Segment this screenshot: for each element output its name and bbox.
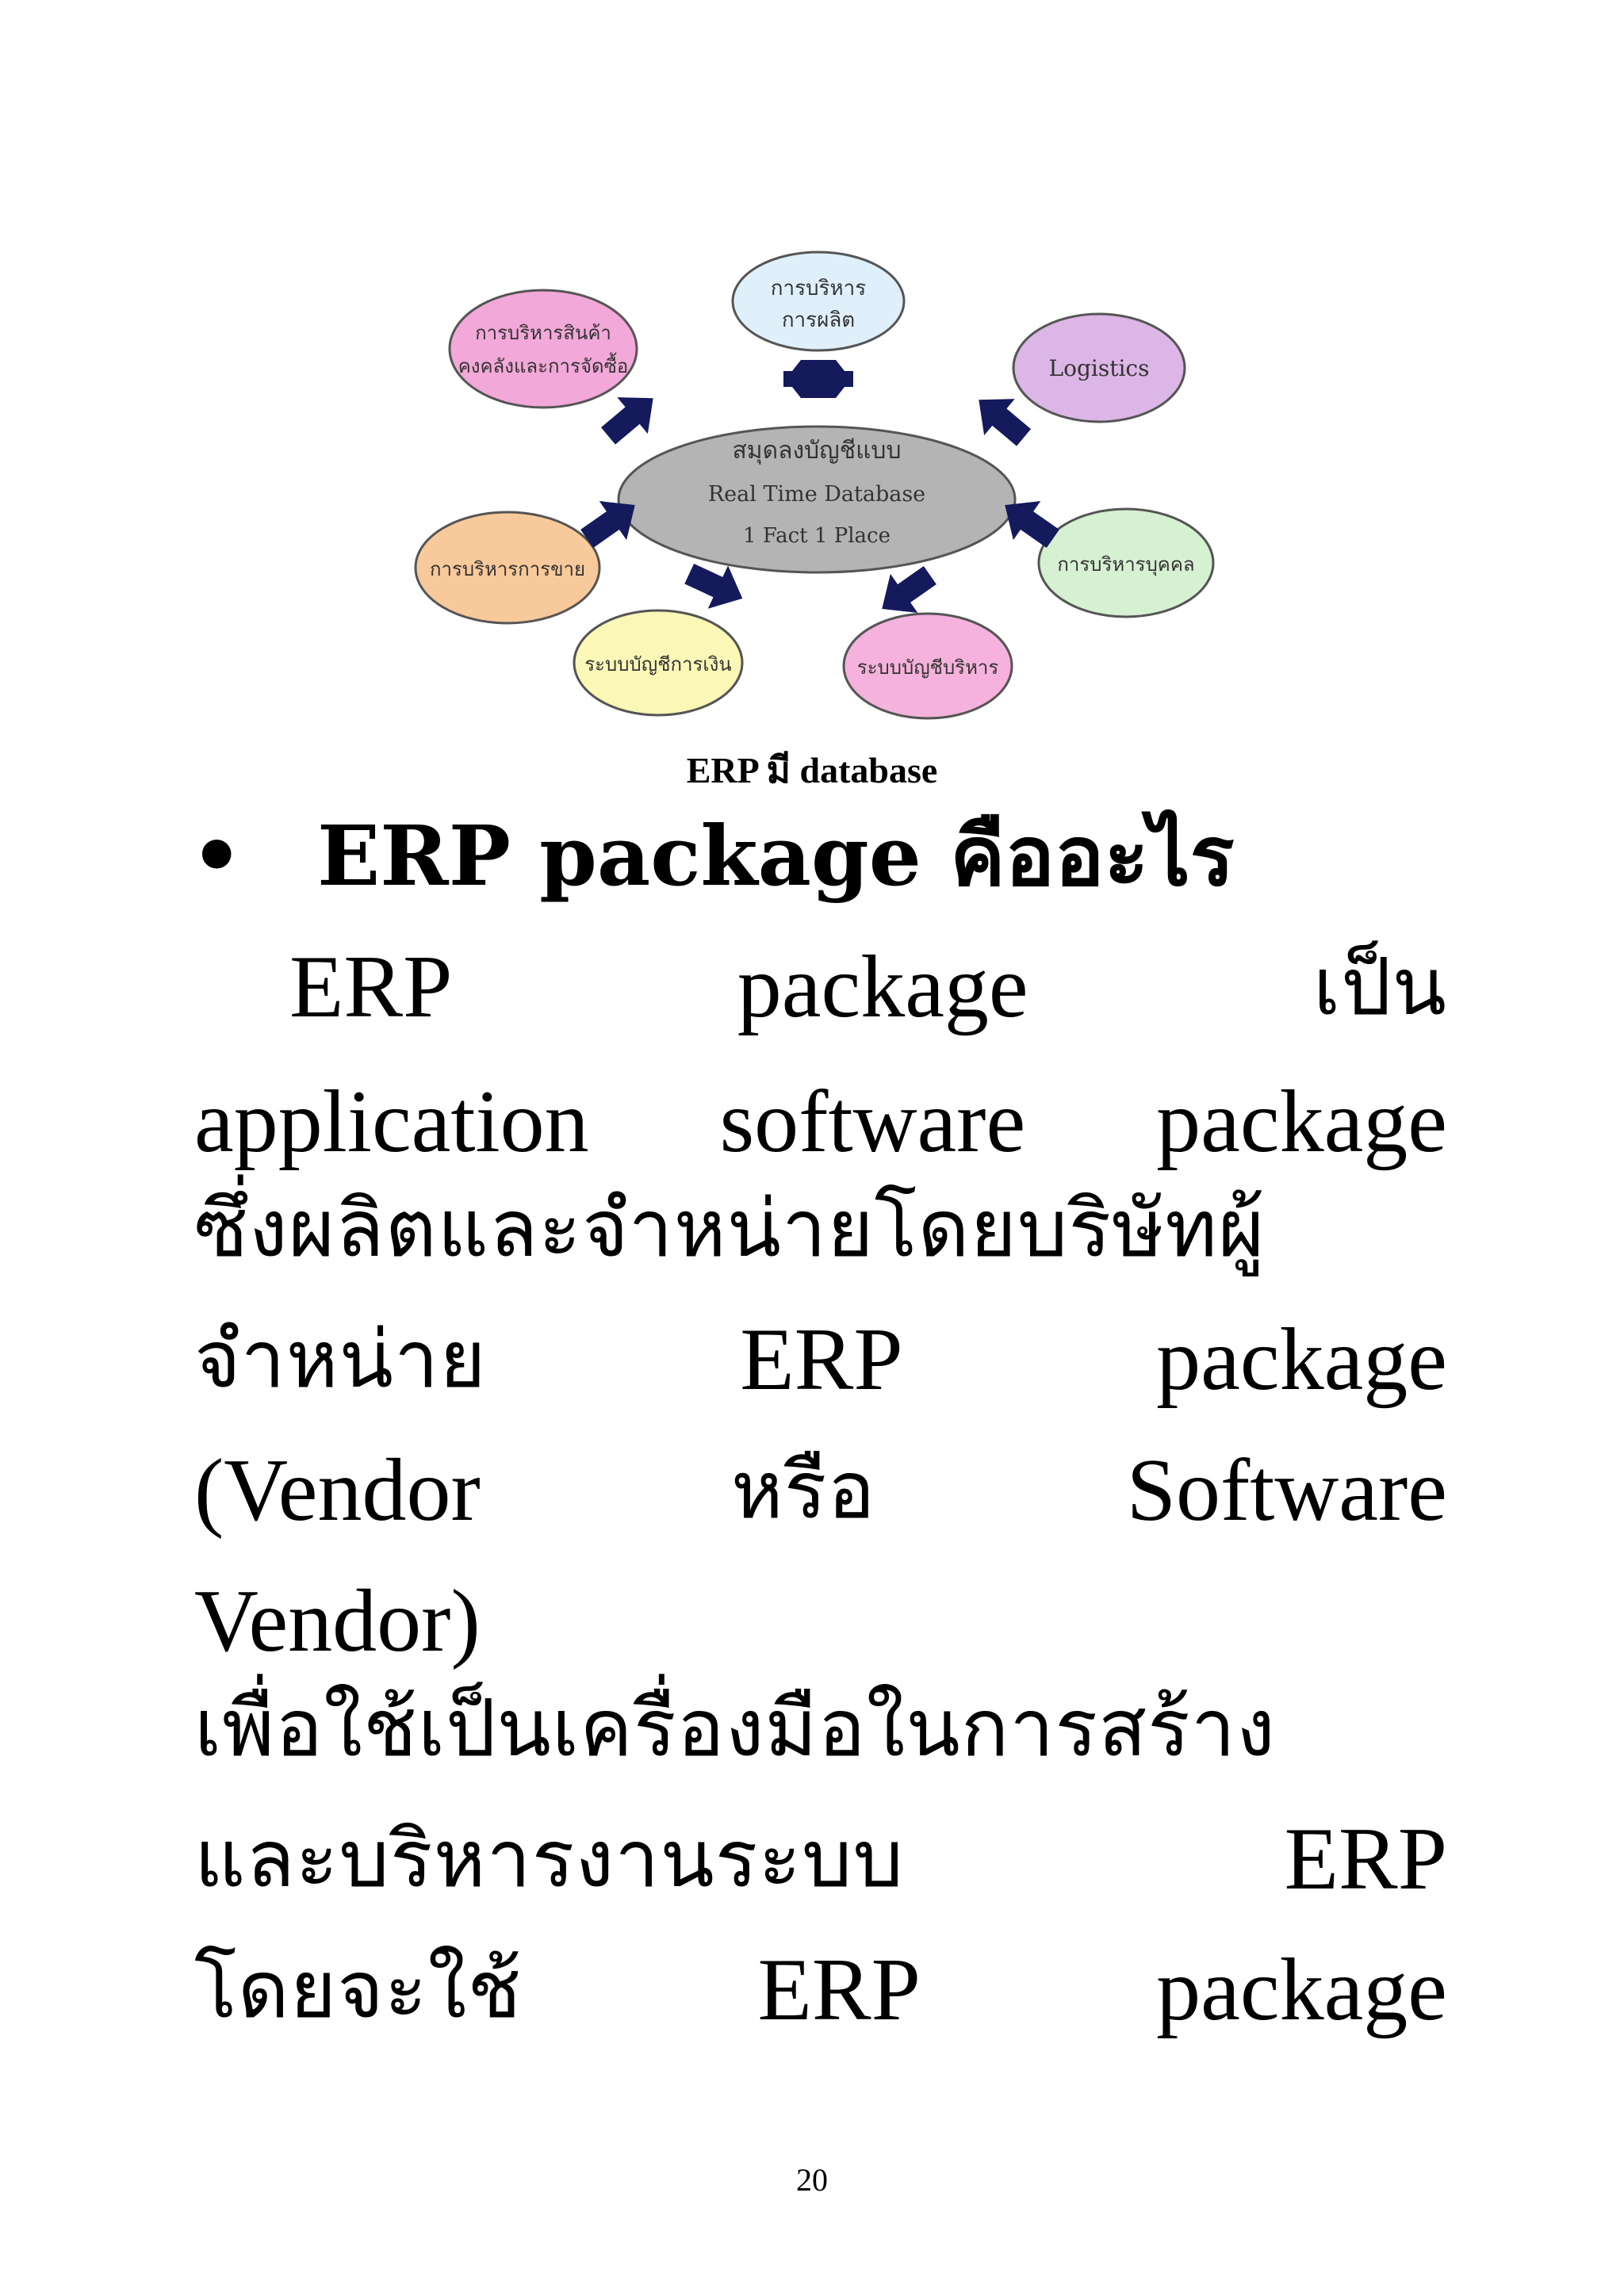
- bullet-point: •: [190, 807, 243, 905]
- node-sales-label: การบริหารการขาย: [430, 558, 585, 580]
- body-word: ERP: [1284, 1810, 1447, 1908]
- body-word: ERP: [757, 1941, 921, 2039]
- center-ellipse: [617, 425, 1017, 574]
- body-line-7: เพื่อใช้เป็นเครื่องมือในการสร้าง: [194, 1669, 1447, 1788]
- node-inventory-line-2: คงคลังและการจัดซื้อ: [458, 352, 629, 377]
- body-word: หรือ: [730, 1444, 876, 1536]
- node-inventory: [448, 289, 638, 409]
- body-word: ERP: [740, 1311, 903, 1409]
- node-finance: [573, 609, 744, 717]
- body-line-2: application software package: [194, 1062, 1447, 1181]
- node-production-line-2: การผลิต: [782, 308, 855, 332]
- body-word: software: [719, 1073, 1026, 1171]
- node-hr: [1037, 507, 1215, 618]
- body-word: Vendor): [194, 1572, 481, 1670]
- arrow-production: [783, 360, 853, 398]
- node-logistics: [1012, 312, 1186, 423]
- body-line-1: ERP package เป็น: [194, 928, 1447, 1047]
- node-finance-label: ระบบบัญชีการเงิน: [584, 653, 731, 675]
- body-word: (Vendor: [194, 1441, 481, 1540]
- node-hr-label: การบริหารบุคคล: [1057, 553, 1194, 576]
- body-word: เป็น: [1312, 940, 1447, 1033]
- body-word: package: [1156, 1073, 1447, 1171]
- node-management: [842, 612, 1013, 720]
- body-line-8: และบริหารงานระบบ ERP: [194, 1800, 1447, 1919]
- center-line-1: สมุดลงบัญชีแบบ: [733, 437, 902, 465]
- node-production-line-1: การบริหาร: [771, 277, 867, 300]
- node-management-label: ระบบบัญชีบริหาร: [857, 656, 999, 679]
- node-sales: [414, 511, 601, 625]
- section-heading-text: ERP package คืออะไร: [317, 807, 1235, 905]
- body-word: ERP: [289, 938, 453, 1036]
- erp-diagram: สมุดลงบัญชีแบบ Real Time Database 1 Fact…: [412, 238, 1253, 745]
- body-word: เพื่อใช้เป็นเครื่องมือในการสร้าง: [194, 1682, 1276, 1774]
- body-word: package: [737, 938, 1028, 1036]
- body-line-9: โดยจะใช้ ERP package: [194, 1931, 1447, 2049]
- body-word: package: [1156, 1311, 1447, 1409]
- body-word: package: [1156, 1941, 1447, 2039]
- body-word: จำหน่าย: [194, 1313, 487, 1406]
- node-logistics-label: Logistics: [1049, 355, 1150, 381]
- body-word: application: [194, 1073, 589, 1171]
- erp-diagram-svg: สมุดลงบัญชีแบบ Real Time Database 1 Fact…: [414, 251, 1215, 720]
- node-production: [731, 251, 906, 352]
- center-line-2: Real Time Database: [708, 482, 925, 507]
- figure-caption: ERP มี database: [686, 750, 938, 790]
- center-line-3: 1 Fact 1 Place: [743, 524, 891, 548]
- body-word: และบริหารงานระบบ: [194, 1812, 905, 1905]
- body-word: โดยจะใช้: [194, 1943, 523, 2036]
- body-word: Software: [1126, 1441, 1447, 1540]
- body-line-3: ซึ่งผลิตและจำหน่ายโดยบริษัทผู้: [194, 1169, 1447, 1288]
- body-line-5: (Vendor หรือ Software: [194, 1431, 1447, 1550]
- body-line-6: Vendor): [194, 1562, 1447, 1681]
- body-line-4: จำหน่าย ERP package: [194, 1300, 1447, 1419]
- page-number: 20: [796, 2162, 828, 2198]
- body-word: ซึ่งผลิตและจำหน่ายโดยบริษัทผู้: [194, 1182, 1266, 1275]
- section-heading: • ERP package คืออะไร: [190, 801, 1459, 912]
- node-inventory-line-1: การบริหารสินค้า: [475, 322, 611, 344]
